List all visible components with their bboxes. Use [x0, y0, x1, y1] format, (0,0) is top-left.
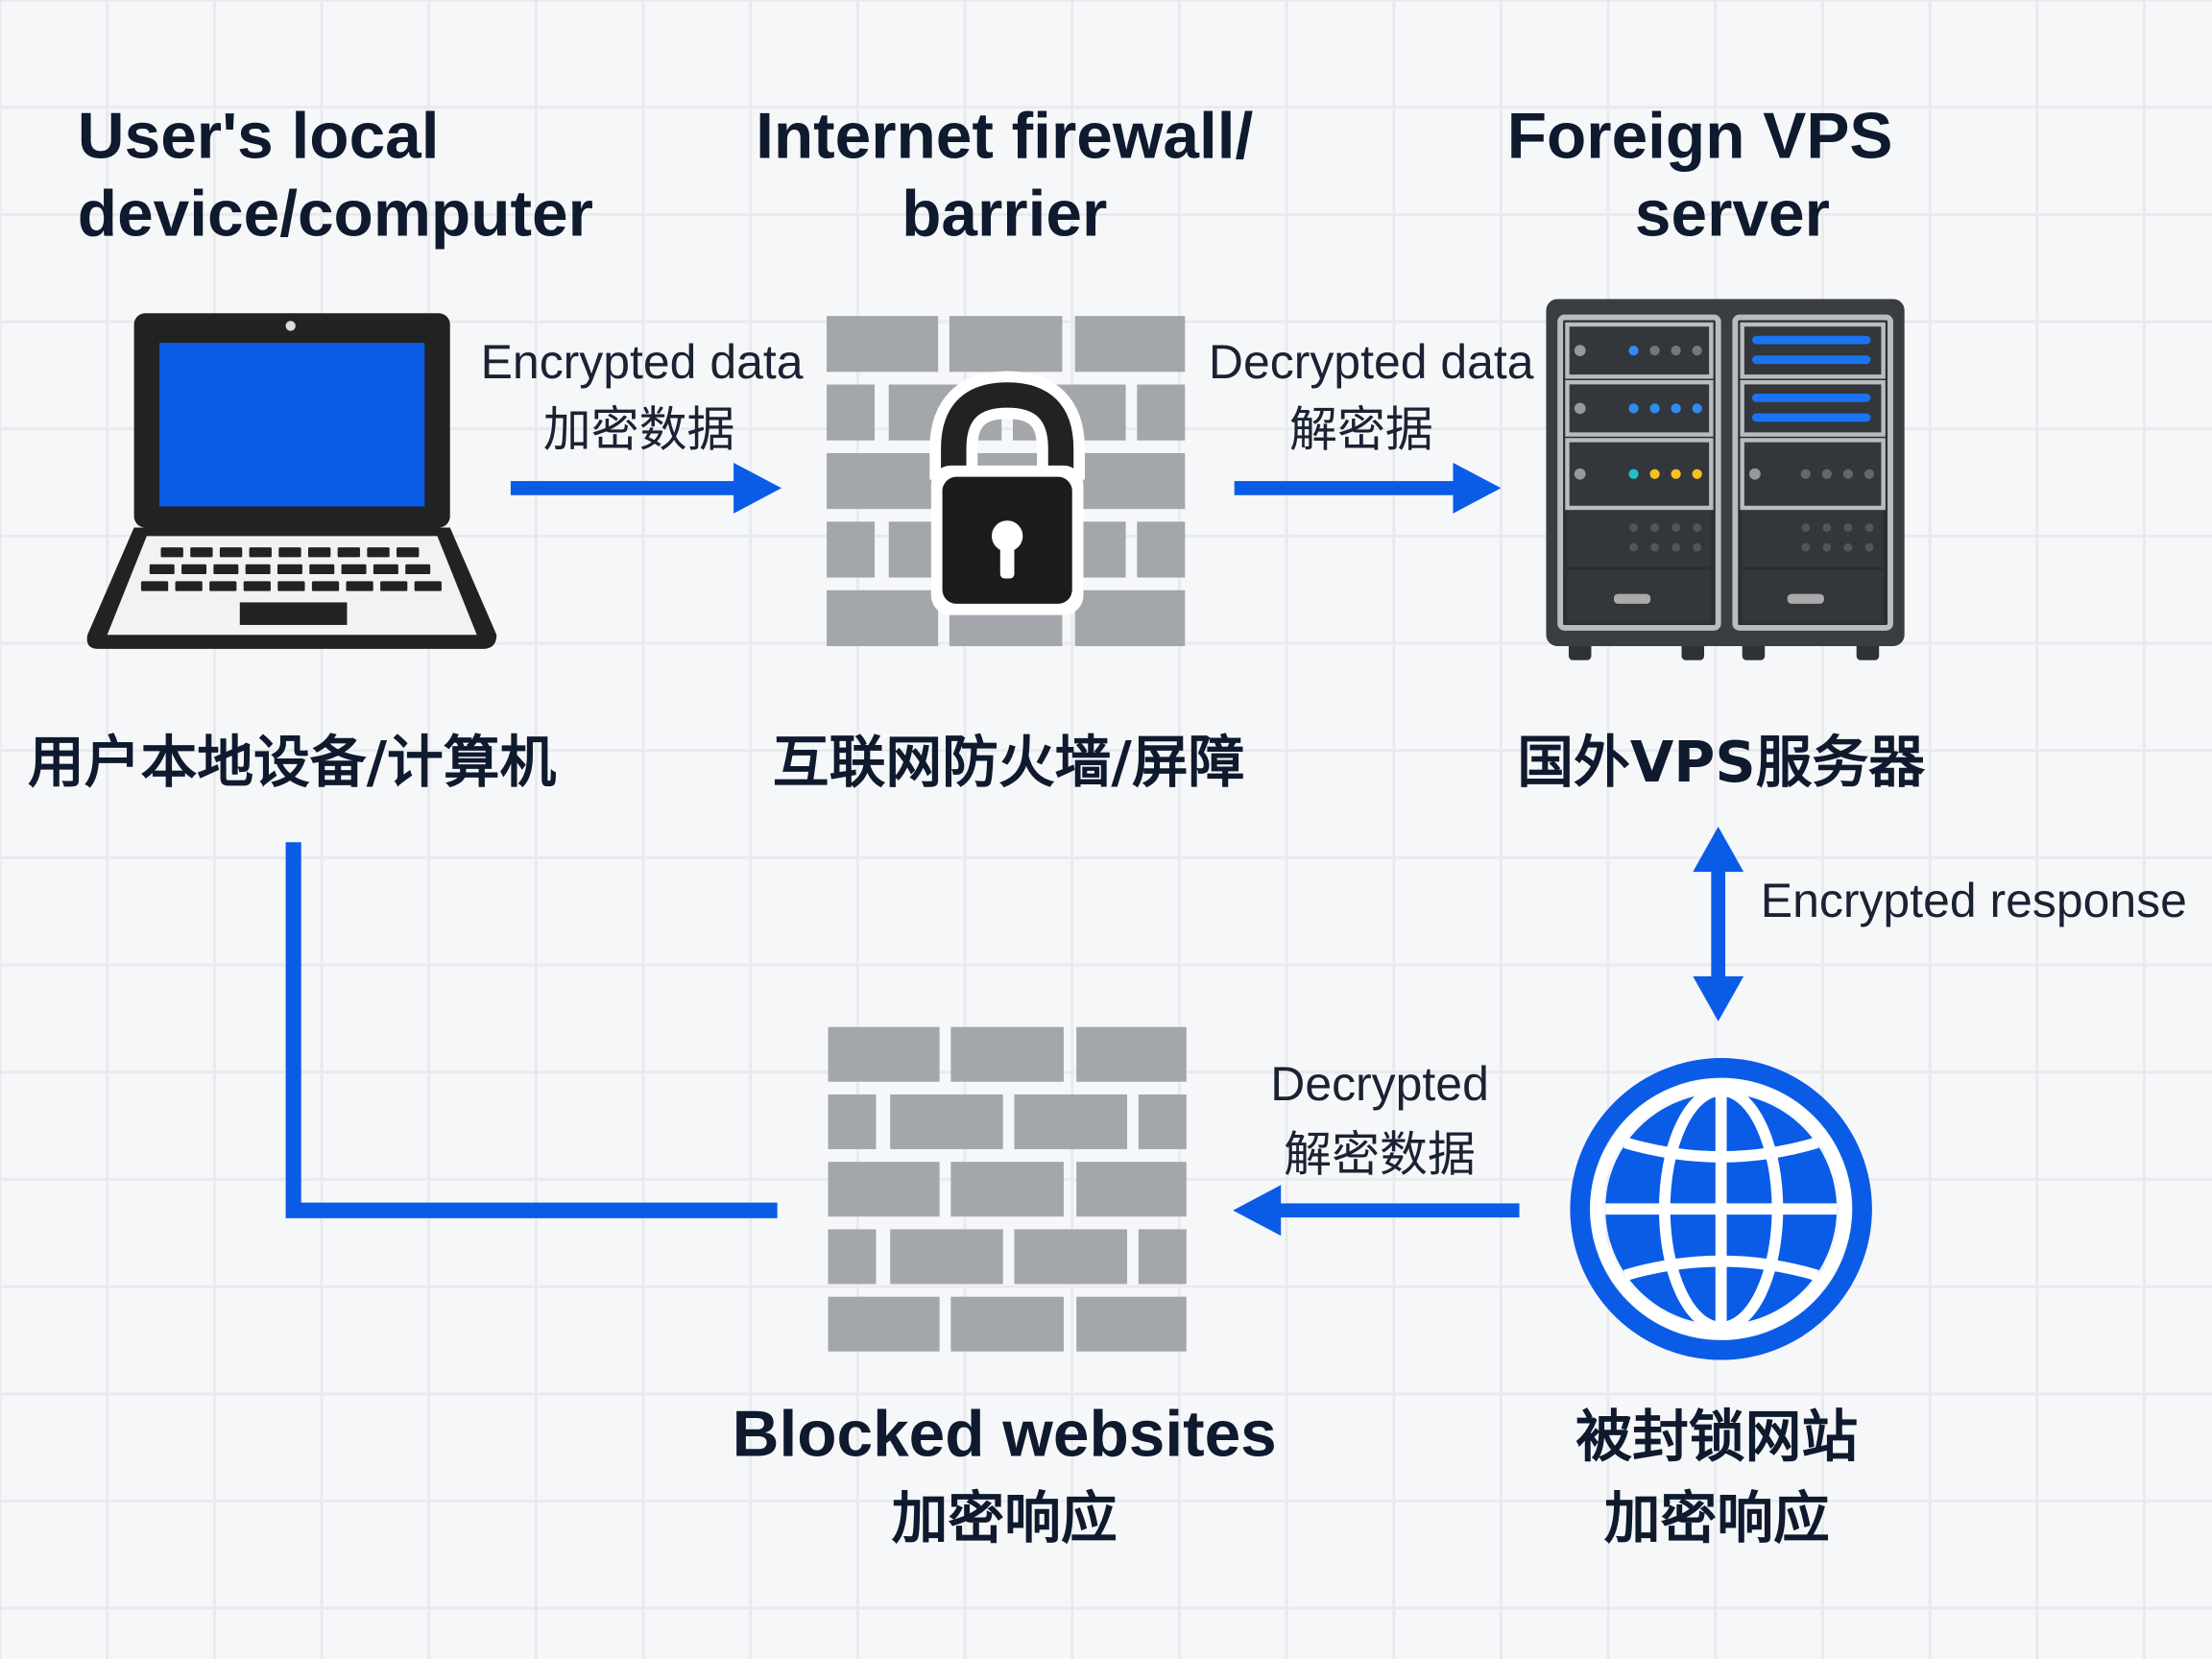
brick	[1138, 1229, 1187, 1285]
brick	[1014, 1229, 1128, 1285]
edge-label-encrypted-response: Encrypted response	[1761, 874, 2187, 927]
brick	[1137, 384, 1186, 441]
brick	[890, 1094, 1003, 1149]
edge-label-decrypted-data-cn: 解密据	[1289, 401, 1433, 457]
server-rack-icon	[1546, 299, 1905, 661]
vps-label-cn: 国外VPS服务器	[1517, 729, 1926, 795]
local-title-line2: device/computer	[78, 178, 593, 250]
arrow-firewall-to-vps	[1234, 462, 1502, 514]
firewall-label-cn: 互联网防火墙/屏障	[773, 729, 1245, 795]
brick	[1138, 1094, 1187, 1149]
double-arrow-vps-web	[1693, 827, 1744, 1022]
blocked-title: Blocked websites	[733, 1398, 1277, 1470]
local-title-line1: User's local	[78, 101, 440, 173]
brick-wall-icon	[828, 1026, 1187, 1352]
brick	[1076, 1026, 1187, 1082]
brick	[950, 1162, 1064, 1217]
brick	[827, 452, 939, 510]
brick	[827, 384, 876, 441]
brick	[828, 1026, 940, 1082]
laptop-icon	[86, 313, 497, 649]
brick	[828, 1094, 877, 1149]
brick	[828, 1296, 940, 1352]
firewall-title-line1: Internet firewall/	[756, 101, 1253, 173]
web-label-cn-line2: 加密响应	[1604, 1485, 1830, 1551]
web-label-cn-line1: 被封锁网站	[1575, 1403, 1858, 1469]
local-label-cn: 用户本地设备/计算机	[28, 729, 557, 795]
lock-icon	[929, 371, 1085, 615]
blocked-label-cn: 加密响应	[892, 1485, 1118, 1551]
edge-label-encrypted-data-cn: 加密数据	[543, 401, 735, 457]
vps-title-line2: server	[1635, 178, 1830, 250]
arrow-local-to-firewall	[510, 462, 782, 514]
brick	[1076, 1296, 1187, 1352]
brick	[828, 1229, 877, 1285]
brick	[1074, 316, 1186, 373]
brick	[827, 589, 939, 646]
arrow-web-to-blocked	[1233, 1185, 1520, 1237]
firewall-title-line2: barrier	[902, 178, 1107, 250]
brick	[950, 1026, 1064, 1082]
edge-label-decrypted-cn: 解密数据	[1284, 1127, 1476, 1183]
brick	[827, 316, 939, 373]
globe-icon	[1570, 1058, 1872, 1360]
brick	[949, 316, 1063, 373]
brick	[1014, 1094, 1128, 1149]
brick	[890, 1229, 1003, 1285]
edge-label-decrypted-data: Decrypted data	[1209, 335, 1534, 389]
brick	[1137, 521, 1186, 578]
edge-label-encrypted-data: Encrypted data	[481, 335, 804, 389]
return-path-line	[285, 842, 778, 1218]
brick	[950, 1296, 1064, 1352]
brick	[827, 521, 876, 578]
brick	[828, 1162, 940, 1217]
brick	[1074, 589, 1186, 646]
brick	[1076, 1162, 1187, 1217]
vps-title-line1: Foreign VPS	[1507, 101, 1893, 173]
edge-label-decrypted: Decrypted	[1270, 1057, 1489, 1111]
brick	[1074, 452, 1186, 510]
